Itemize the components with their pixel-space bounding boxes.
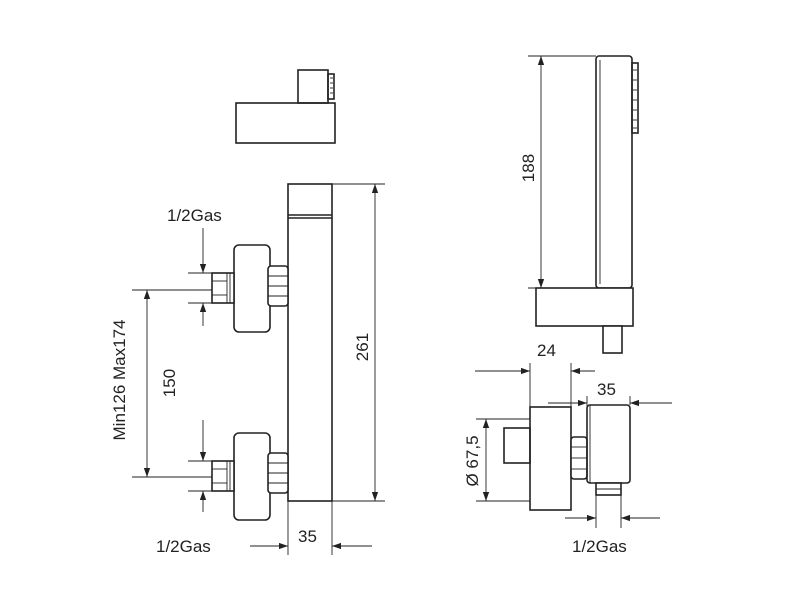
hand-shower bbox=[535, 55, 639, 354]
dim-bottom-inlet-thread-label: 1/2Gas bbox=[156, 537, 211, 556]
mixer-top-view bbox=[235, 69, 336, 144]
dim-body-width-label: 35 bbox=[298, 527, 317, 546]
dim-top-inlet-thread-label: 1/2Gas bbox=[167, 206, 222, 225]
dim-bottom-inlet-thread: 1/2Gas bbox=[156, 420, 212, 556]
dim-handshower-length: 188 bbox=[519, 55, 596, 289]
mixer-body bbox=[287, 183, 333, 502]
dim-holder-offset-label: 24 bbox=[537, 341, 556, 360]
dim-inlet-spacing: 150 Min126 Max174 bbox=[110, 289, 212, 478]
dim-inlet-spacing-label: 150 bbox=[160, 369, 179, 397]
dim-wall-distance-range-label: Min126 Max174 bbox=[110, 320, 129, 441]
dim-body-width: 35 bbox=[250, 501, 372, 555]
dim-holder-outlet-thread-label: 1/2Gas bbox=[572, 537, 627, 556]
dim-holder-diameter-label: Ø 67,5 bbox=[463, 435, 482, 486]
dim-holder-outlet-thread: 1/2Gas bbox=[565, 495, 660, 556]
dim-holder-width: 35 bbox=[548, 380, 672, 437]
dim-body-height-label: 261 bbox=[353, 333, 372, 361]
dim-top-inlet-thread: 1/2Gas bbox=[167, 206, 222, 326]
dim-holder-offset: 24 bbox=[475, 341, 595, 407]
dim-body-height: 261 bbox=[332, 183, 385, 502]
bottom-inlet bbox=[211, 432, 289, 521]
top-inlet bbox=[211, 244, 289, 333]
dim-holder-diameter: Ø 67,5 bbox=[463, 418, 530, 502]
wall-holder-side bbox=[503, 404, 631, 511]
dim-holder-width-label: 35 bbox=[597, 380, 616, 399]
dim-handshower-length-label: 188 bbox=[519, 154, 538, 182]
